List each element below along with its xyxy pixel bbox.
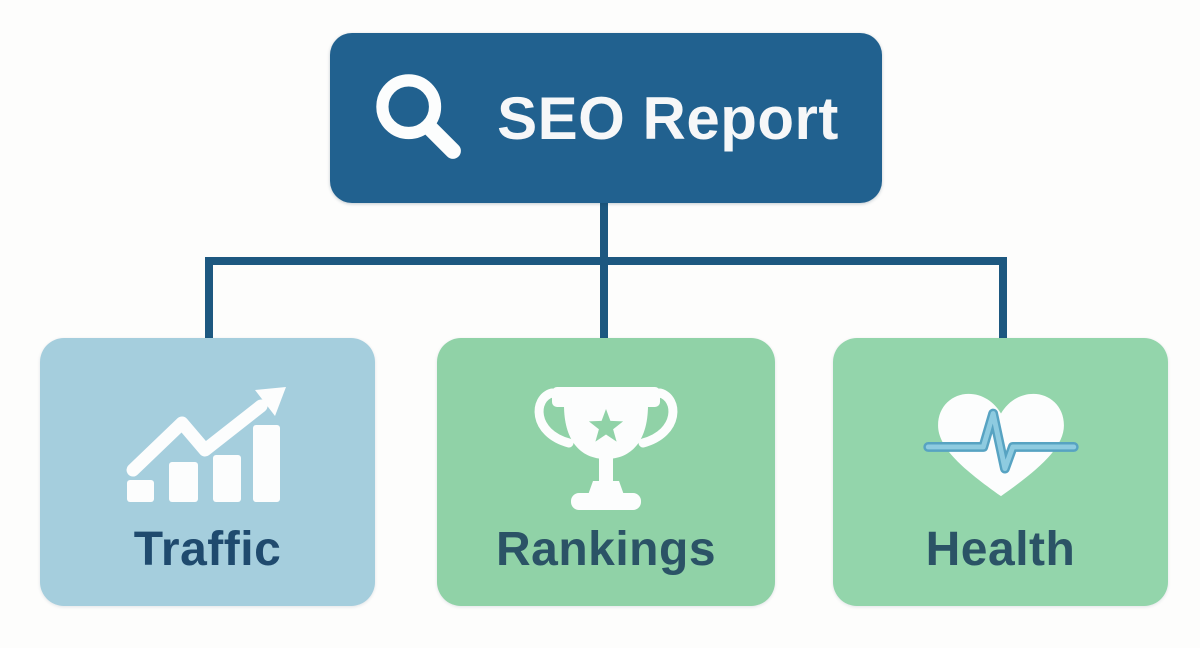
connector-root-vertical: [600, 199, 608, 261]
child-node-label: Traffic: [133, 523, 282, 576]
connector-health-drop: [999, 257, 1007, 340]
bar-chart-trend-icon: [125, 382, 290, 508]
root-node-seo-report: SEO Report: [330, 33, 882, 203]
connector-rankings-drop: [600, 257, 608, 340]
connector-traffic-drop: [205, 257, 213, 340]
child-node-rankings: Rankings: [437, 338, 775, 606]
child-node-label: Rankings: [495, 523, 717, 576]
trophy-icon: [531, 382, 681, 510]
child-node-health: Health: [833, 338, 1168, 606]
magnifier-icon: [373, 71, 467, 165]
child-node-traffic: Traffic: [40, 338, 375, 606]
child-node-label: Health: [925, 523, 1076, 576]
heart-pulse-icon: [922, 382, 1080, 508]
root-node-label: SEO Report: [497, 84, 839, 152]
